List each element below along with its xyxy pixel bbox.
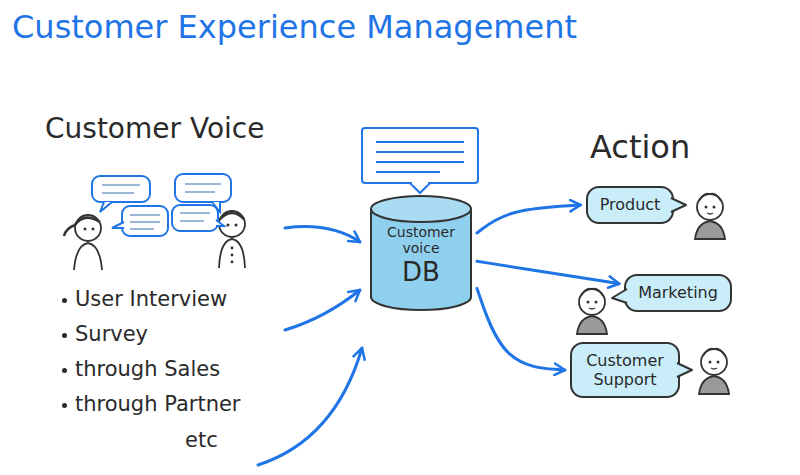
bubble-text: Customer Support — [584, 351, 666, 389]
bullet-dot — [62, 403, 67, 408]
list-item: Survey — [75, 322, 148, 346]
speech-bubbles — [92, 174, 231, 236]
bubble-text: Product — [600, 195, 661, 214]
staff-figure — [577, 289, 607, 334]
bubble-tail — [671, 197, 689, 213]
bubble-text: Marketing — [638, 283, 718, 302]
list-item: through Sales — [75, 357, 220, 381]
title: Customer Experience Management — [12, 8, 577, 46]
db-abbrev: DB — [375, 258, 467, 288]
staff-figure — [699, 349, 729, 394]
bullet-dot — [62, 333, 67, 338]
list-item: through Partner — [75, 392, 241, 416]
list-item: etc — [185, 428, 218, 452]
section-heading: Customer Voice — [45, 112, 264, 145]
cylinder-top — [371, 196, 471, 222]
bubble-tail-shape — [671, 198, 686, 212]
bubble-tail — [609, 288, 627, 304]
bubble-tail-shape — [612, 289, 627, 303]
bullet-dot — [62, 368, 67, 373]
customer-figure — [64, 215, 102, 270]
document-bubble — [362, 128, 478, 193]
speech-bubble: Customer Support — [570, 342, 680, 398]
db-name: Customer voice — [375, 224, 467, 256]
flow-arrow — [477, 288, 565, 370]
speech-bubble: Marketing — [624, 274, 732, 311]
staff-figure — [695, 194, 725, 239]
flow-arrow — [477, 205, 581, 233]
customer-figure — [219, 211, 245, 268]
bubble-lines — [102, 184, 221, 229]
section-heading: Action — [590, 128, 690, 166]
input-arrows — [258, 227, 362, 465]
cylinder-body — [371, 209, 471, 310]
list-item: User Interview — [75, 287, 227, 311]
bubble-tail-shape — [677, 363, 692, 377]
flow-arrow — [477, 261, 619, 283]
speech-bubble: Product — [586, 186, 675, 223]
database-cylinder: Customer voiceDB — [369, 194, 473, 312]
bubble-tail — [677, 362, 695, 378]
bullet-dot — [62, 298, 67, 303]
